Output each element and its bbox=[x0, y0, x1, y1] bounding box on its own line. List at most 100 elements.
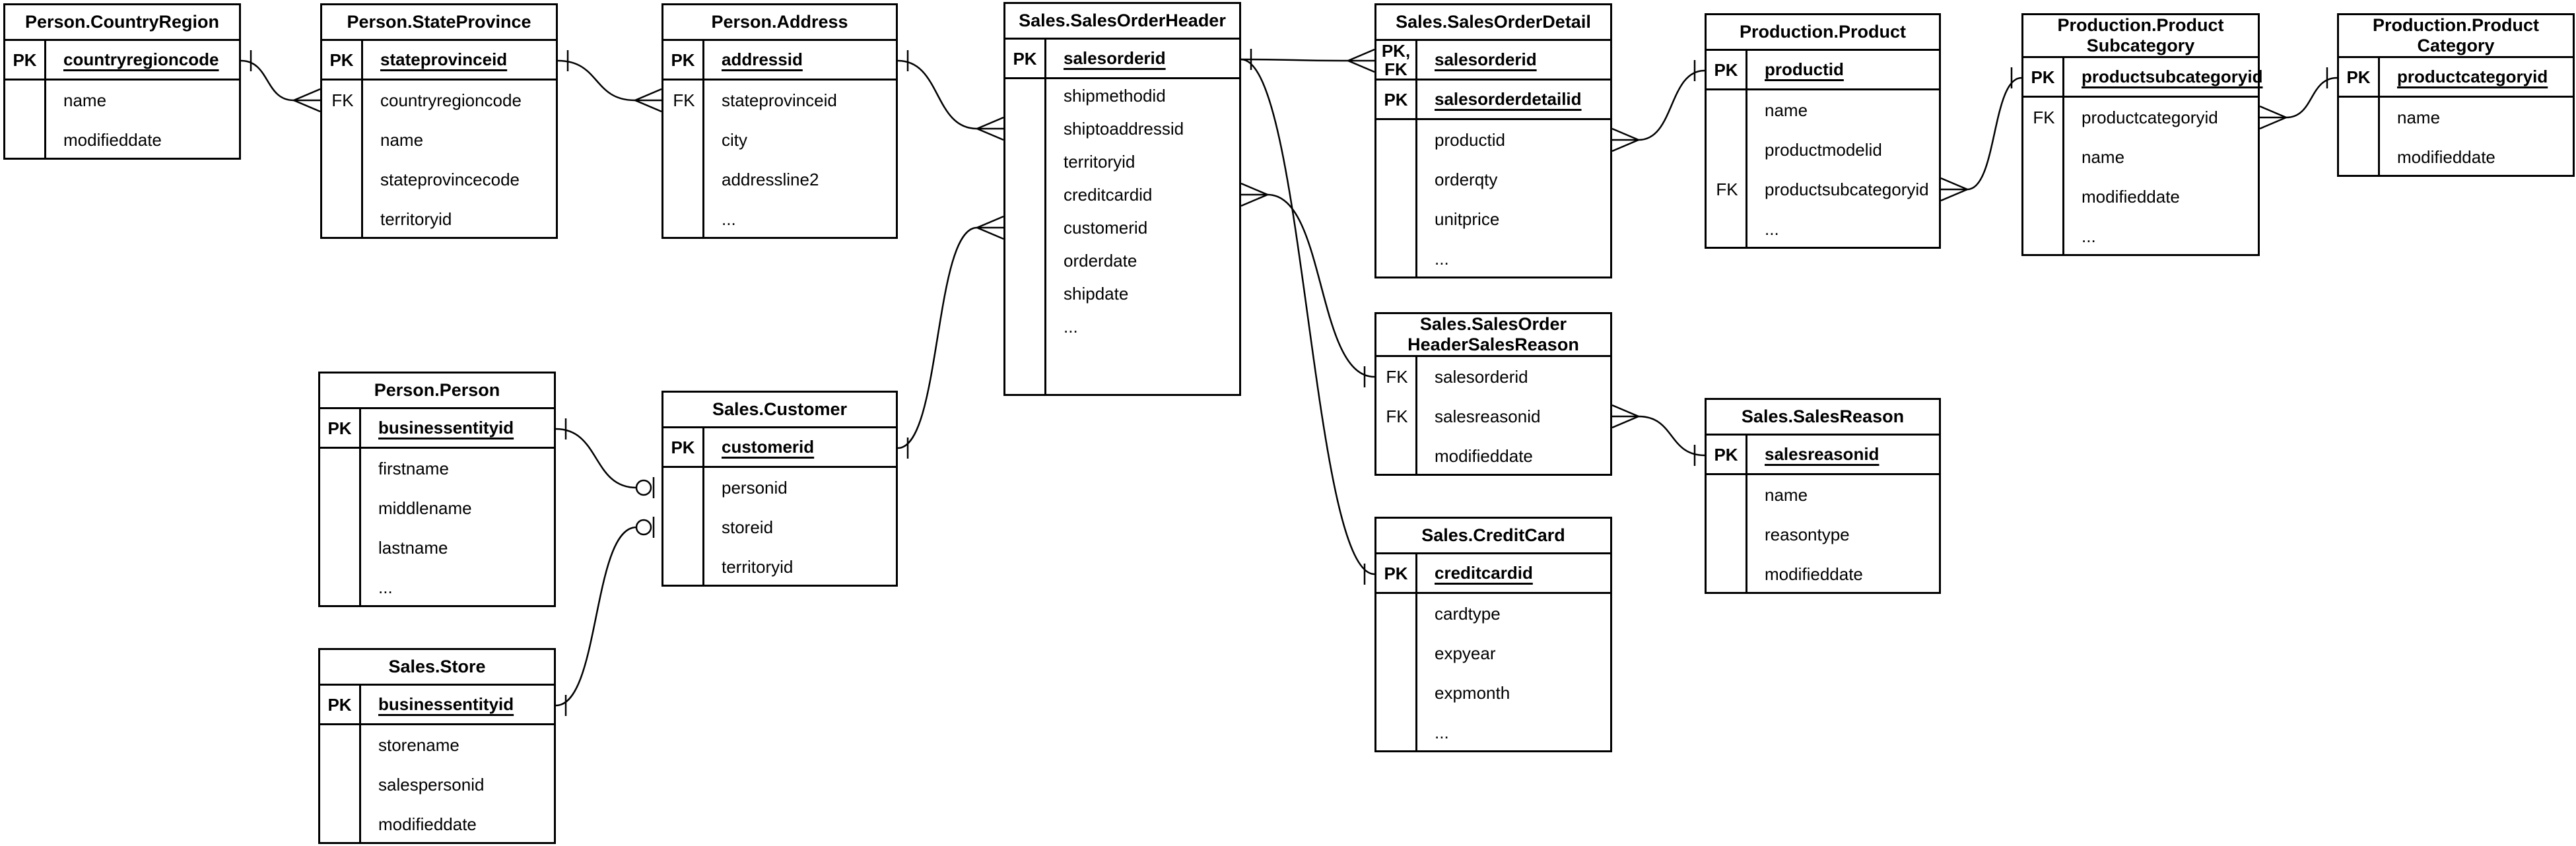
edge-stateprovince-address bbox=[557, 50, 662, 113]
key-column-divider bbox=[1415, 594, 1417, 750]
key-field-name: businessentityid bbox=[378, 418, 514, 438]
edge-salesorderheader-headersalesreason bbox=[1240, 182, 1375, 387]
key-column-divider bbox=[1415, 357, 1417, 474]
field-row: storename bbox=[320, 725, 554, 765]
table-title: Person.Person bbox=[320, 374, 554, 409]
key-label: PK bbox=[322, 41, 363, 79]
table-title: Sales.Customer bbox=[663, 393, 896, 428]
key-row: PK salesreasonid bbox=[1707, 436, 1939, 475]
field-row: city bbox=[663, 120, 896, 160]
table-title: Person.Address bbox=[663, 5, 896, 41]
key-label: PK bbox=[5, 41, 46, 79]
field-row: ... bbox=[1707, 209, 1939, 249]
field-row: personid bbox=[663, 468, 896, 507]
field-key-label: FK bbox=[2033, 107, 2055, 127]
key-column-divider bbox=[702, 468, 704, 585]
field-name: expyear bbox=[1435, 643, 1496, 663]
key-label: PK bbox=[1376, 554, 1417, 592]
key-row: PK creditcardid bbox=[1376, 554, 1610, 594]
key-label: PK bbox=[1707, 436, 1747, 473]
field-name: cardtype bbox=[1435, 603, 1501, 624]
field-name: territoryid bbox=[1064, 151, 1135, 172]
key-label: PK, FK bbox=[1376, 41, 1417, 79]
field-row: name bbox=[322, 120, 556, 160]
key-label: PK bbox=[663, 41, 704, 79]
field-row: creditcardid bbox=[1005, 178, 1239, 211]
field-name: territoryid bbox=[380, 209, 452, 229]
field-row: name bbox=[5, 81, 239, 120]
edge-address-salesorderheader bbox=[897, 50, 1004, 141]
field-name: middlename bbox=[378, 498, 472, 518]
field-row: orderqty bbox=[1376, 160, 1610, 199]
field-name: modifieddate bbox=[2397, 146, 2495, 167]
field-row: modifieddate bbox=[1707, 554, 1939, 594]
field-name: shiptoaddressid bbox=[1064, 118, 1184, 139]
key-column-divider bbox=[359, 725, 361, 842]
key-label: PK bbox=[1376, 81, 1417, 118]
key-column-divider bbox=[1746, 90, 1747, 247]
key-field-name: salesorderid bbox=[1435, 49, 1537, 69]
key-label: PK bbox=[1005, 40, 1046, 77]
key-field-name: customerid bbox=[722, 437, 815, 457]
table-title: Sales.SalesOrderDetail bbox=[1376, 5, 1610, 41]
field-name: storeid bbox=[722, 517, 774, 537]
key-field-name: businessentityid bbox=[378, 694, 514, 714]
field-row: modifieddate bbox=[2339, 137, 2573, 177]
field-name: personid bbox=[722, 477, 788, 498]
edge-countryregion-stateprovince bbox=[240, 50, 321, 113]
field-name: modifieddate bbox=[1435, 445, 1533, 466]
field-name: modifieddate bbox=[63, 129, 162, 150]
edge-store-customer bbox=[555, 517, 655, 716]
table-body: personid storeid territoryid bbox=[663, 468, 896, 585]
field-name: addressline2 bbox=[722, 169, 819, 189]
key-field-name: creditcardid bbox=[1435, 563, 1533, 583]
table-title: Sales.SalesReason bbox=[1707, 400, 1939, 436]
key-column-divider bbox=[361, 81, 363, 237]
field-row: expyear bbox=[1376, 634, 1610, 673]
field-name: name bbox=[2397, 107, 2441, 127]
key-field-name: salesreasonid bbox=[1765, 444, 1880, 464]
key-label: PK bbox=[2023, 58, 2064, 96]
field-row: shiptoaddressid bbox=[1005, 112, 1239, 145]
field-name: unitprice bbox=[1435, 209, 1500, 229]
field-name: territoryid bbox=[722, 556, 794, 577]
field-row: ... bbox=[1005, 310, 1239, 343]
field-row: unitprice bbox=[1376, 199, 1610, 239]
field-row: name bbox=[2339, 98, 2573, 137]
field-name: ... bbox=[2082, 226, 2096, 246]
field-name: productmodelid bbox=[1765, 139, 1882, 160]
field-row: shipmethodid bbox=[1005, 79, 1239, 112]
field-name: countryregioncode bbox=[380, 90, 522, 110]
field-row: productid bbox=[1376, 120, 1610, 160]
field-row: modifieddate bbox=[2023, 177, 2258, 216]
edge-productsubcategory-productcategory bbox=[2259, 67, 2338, 130]
field-name: ... bbox=[1064, 316, 1078, 337]
key-column-divider bbox=[1746, 475, 1747, 592]
key-column-divider bbox=[44, 81, 46, 158]
field-key-label: FK bbox=[1386, 406, 1408, 426]
key-column-divider bbox=[702, 81, 704, 237]
field-name: productid bbox=[1435, 129, 1505, 150]
edge-person-customer bbox=[555, 418, 655, 498]
field-row: ... bbox=[1376, 713, 1610, 752]
field-key-label: FK bbox=[1386, 366, 1408, 387]
key-field-name: salesorderid bbox=[1064, 48, 1166, 68]
table-body: name modifieddate bbox=[2339, 98, 2573, 175]
field-row: name bbox=[1707, 90, 1939, 130]
field-name: lastname bbox=[378, 537, 448, 558]
